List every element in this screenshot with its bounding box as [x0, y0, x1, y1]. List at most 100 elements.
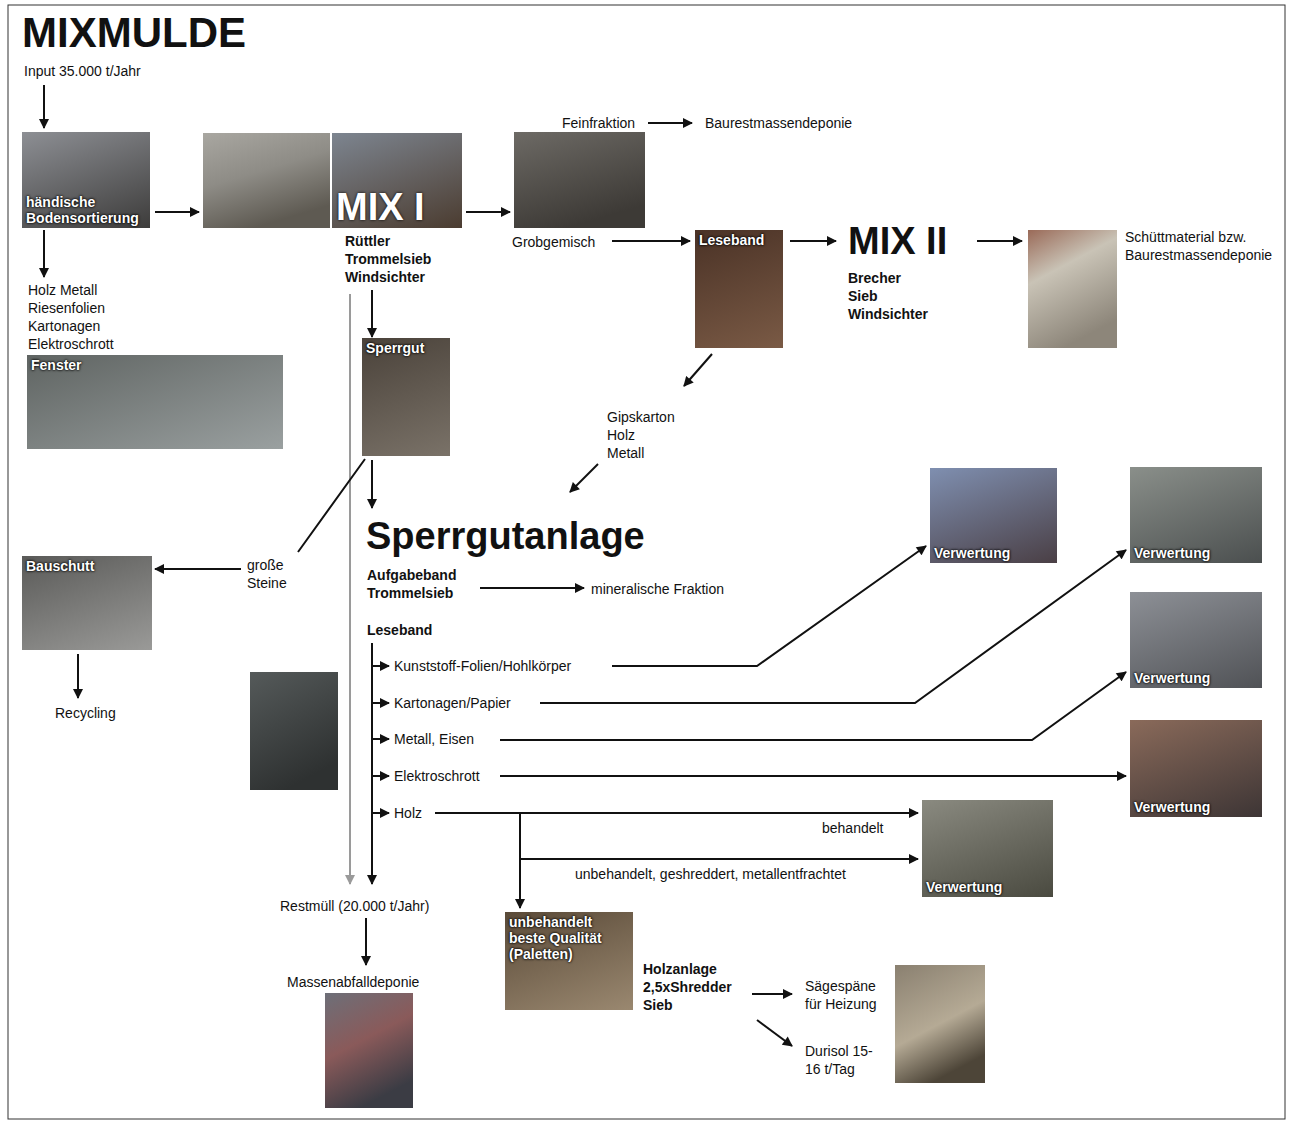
- machine-list: Rüttler Trommelsieb Windsichter: [345, 232, 431, 286]
- photo: [514, 132, 645, 228]
- fraction-label: Kunststoff-Folien/Hohlkörper: [394, 657, 571, 675]
- photo-box: Verwertung: [1130, 592, 1262, 688]
- photo: Bauschutt: [22, 556, 152, 650]
- stage-name: MIX II: [848, 222, 947, 260]
- flow-arrow: [977, 240, 1022, 242]
- flow-arrow: [480, 587, 584, 589]
- flow-label: behandelt: [822, 819, 884, 837]
- flow-arrow: [371, 460, 373, 508]
- item-list: Holz Metall Riesenfolien Kartonagen Elek…: [28, 281, 114, 353]
- photo-caption: unbehandelt beste Qualität (Paletten): [509, 914, 621, 962]
- photo: [895, 965, 985, 1083]
- bypass-arrow: [349, 294, 351, 884]
- photo-box: Sperrgut: [362, 338, 450, 456]
- branch-arrow: [372, 665, 389, 667]
- branch-arrow: [372, 812, 389, 814]
- flow-arrow: [77, 654, 79, 698]
- photo: Verwertung: [930, 468, 1057, 563]
- flow-label: Feinfraktion: [562, 114, 635, 132]
- photo-box: händische Bodensortierung: [22, 132, 150, 228]
- flow-arrow: [435, 812, 918, 814]
- destination-label: Recycling: [55, 704, 116, 722]
- flow-arrow: [612, 240, 690, 242]
- flow-arrow: [500, 775, 1126, 777]
- flow-arrow: [519, 859, 521, 908]
- photo-box: Verwertung: [1130, 720, 1262, 817]
- photo: Verwertung: [1130, 592, 1262, 688]
- flow-label: Grobgemisch: [512, 233, 595, 251]
- photo-caption: Verwertung: [1134, 545, 1246, 561]
- flow-arrow: [365, 918, 367, 965]
- flow-arrow: [790, 240, 836, 242]
- flow-arrow: [684, 354, 712, 386]
- photo-box: Verwertung: [930, 468, 1057, 563]
- diagram-title: MIXMULDE: [22, 12, 246, 54]
- photo-box: Leseband: [695, 230, 783, 348]
- stage-name: Sperrgutanlage: [366, 517, 645, 555]
- photo: Verwertung: [1130, 467, 1262, 563]
- flow-arrow: [520, 813, 918, 859]
- photo-box: Verwertung: [922, 800, 1053, 897]
- stage-name: MIX I: [336, 188, 458, 226]
- machine-list: Aufgabeband Trommelsieb: [367, 566, 456, 602]
- branch-arrow: [372, 738, 389, 740]
- machine-list: Brecher Sieb Windsichter: [848, 269, 928, 323]
- photo-box: Verwertung: [1130, 467, 1262, 563]
- photo-box: Holz Metall Riesenfolien Kartonagen Elek…: [27, 281, 283, 449]
- flow-label: unbehandelt, geshreddert, metallentfrach…: [575, 865, 846, 883]
- flow-connector: [43, 230, 45, 277]
- destination-label: Massenabfalldeponie: [287, 973, 419, 991]
- photo-box: Bauschutt: [22, 556, 152, 650]
- fraction-label: Elektroschrott: [394, 767, 480, 785]
- fraction-label: Kartonagen/Papier: [394, 694, 511, 712]
- flow-arrow: [155, 211, 199, 213]
- flow-arrow: [648, 122, 692, 124]
- photo-caption: Bauschutt: [26, 558, 138, 574]
- photo-caption: händische Bodensortierung: [26, 194, 138, 226]
- flow-arrow: [757, 1020, 792, 1046]
- flow-arrow: [570, 464, 598, 492]
- photo-box: unbehandelt beste Qualität (Paletten): [505, 912, 633, 1010]
- destination-label: Baurestmassendeponie: [705, 114, 852, 132]
- flow-arrow: [43, 85, 45, 128]
- destination-label: Schüttmaterial bzw. Baurestmassendeponie: [1125, 228, 1285, 264]
- item-list: Gipskarton Holz Metall: [607, 408, 675, 462]
- branch-arrow: [372, 775, 389, 777]
- photo: Verwertung: [922, 800, 1053, 897]
- photo: [325, 993, 413, 1108]
- product-label: Durisol 15-16 t/Tag: [805, 1042, 885, 1078]
- machine-list: Holzanlage 2,5xShredder Sieb: [643, 960, 732, 1014]
- photo-caption: Verwertung: [1134, 670, 1246, 686]
- input-note: Input 35.000 t/Jahr: [24, 62, 141, 80]
- flow-arrow: [752, 993, 792, 995]
- photo: Leseband: [695, 230, 783, 348]
- photo: MIX I: [332, 133, 462, 228]
- fraction-label: Metall, Eisen: [394, 730, 474, 748]
- fraction-label: Holz: [394, 804, 422, 822]
- flow-connector: [155, 459, 365, 569]
- photo: [1028, 230, 1117, 348]
- branch-arrow: [372, 702, 389, 704]
- photo: [203, 133, 330, 228]
- edge-label: große Steine: [247, 556, 287, 592]
- figure-frame: [8, 5, 1285, 1119]
- flow-arrow: [500, 672, 1126, 740]
- flow-arrow: [540, 550, 1126, 703]
- section-label: Leseband: [367, 621, 432, 639]
- photo: Sperrgut: [362, 338, 450, 456]
- photo-caption: Sperrgut: [366, 340, 446, 356]
- flow-arrow: [612, 546, 926, 666]
- flow-connector: [371, 290, 373, 337]
- flow-arrow: [466, 211, 510, 213]
- photo: Verwertung: [1130, 720, 1262, 817]
- photo: [250, 672, 338, 790]
- photo: unbehandelt beste Qualität (Paletten): [505, 912, 633, 1010]
- photo-caption: Fenster: [31, 357, 143, 373]
- flow-label: mineralische Fraktion: [591, 580, 724, 598]
- product-label: Sägespäne für Heizung: [805, 977, 887, 1013]
- flow-arrow: [371, 643, 373, 884]
- photo: händische Bodensortierung: [22, 132, 150, 228]
